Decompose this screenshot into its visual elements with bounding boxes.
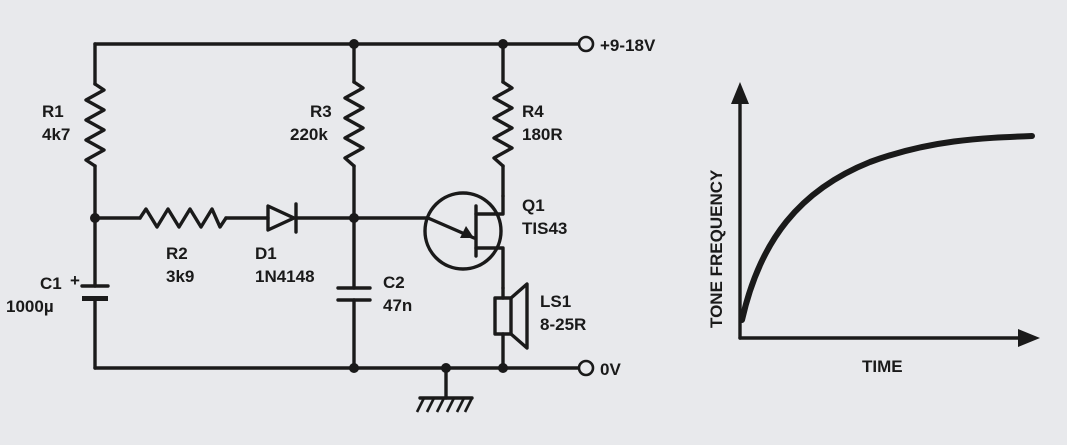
d1-value-label: 1N4148: [255, 267, 315, 286]
ground-label: 0V: [600, 360, 621, 379]
r3-ref-label: R3: [310, 102, 332, 121]
x-axis-arrow: [1018, 329, 1040, 347]
ls1-speaker: [493, 282, 529, 370]
ls1-value-label: 8-25R: [540, 315, 586, 334]
q1-value-label: TIS43: [522, 219, 567, 238]
r2-value-label: 3k9: [166, 267, 194, 286]
d1-ref-label: D1: [255, 244, 277, 263]
c2-capacitor: [336, 286, 372, 302]
y-axis-arrow: [731, 82, 749, 104]
c2-value-label: 47n: [383, 296, 412, 315]
c1-value-label: 1000µ: [6, 297, 54, 316]
q1-transistor: [423, 191, 505, 290]
junction-dot: [498, 39, 508, 49]
junction-dot: [441, 363, 451, 373]
r1-value-label: 4k7: [42, 125, 70, 144]
frequency-graph: TONE FREQUENCY TIME: [707, 82, 1040, 376]
supply-label: +9-18V: [600, 36, 656, 55]
d1-diode: [266, 202, 298, 234]
r4-resistor: [492, 80, 514, 168]
x-axis-label: TIME: [862, 357, 903, 376]
q1-ref-label: Q1: [522, 196, 545, 215]
junction-dot: [349, 213, 359, 223]
junction-dot: [498, 363, 508, 373]
c2-ref-label: C2: [383, 273, 405, 292]
r3-value-label: 220k: [290, 125, 328, 144]
r2-resistor: [138, 207, 228, 229]
y-axis-label: TONE FREQUENCY: [707, 169, 726, 328]
r4-value-label: 180R: [522, 125, 563, 144]
r4-ref-label: R4: [522, 102, 544, 121]
r2-ref-label: R2: [166, 244, 188, 263]
junction-dot: [349, 39, 359, 49]
c1-capacitor: [80, 284, 110, 301]
earth-symbol: [415, 366, 474, 413]
r3-resistor: [343, 80, 365, 168]
ls1-ref-label: LS1: [540, 292, 571, 311]
frequency-curve: [739, 133, 1035, 323]
c1-ref-label: C1: [40, 274, 62, 293]
c1-polarity-label: +: [70, 271, 80, 290]
circuit-diagram: +9-18V 0V R1 4k7 R2 3k9 D1 1N4148 + C1 1…: [6, 35, 656, 413]
supply-terminal: [577, 35, 595, 53]
ground-terminal: [577, 359, 595, 377]
junction-dot: [349, 363, 359, 373]
junction-dot: [90, 213, 100, 223]
r1-ref-label: R1: [42, 102, 64, 121]
r1-resistor: [84, 82, 106, 168]
